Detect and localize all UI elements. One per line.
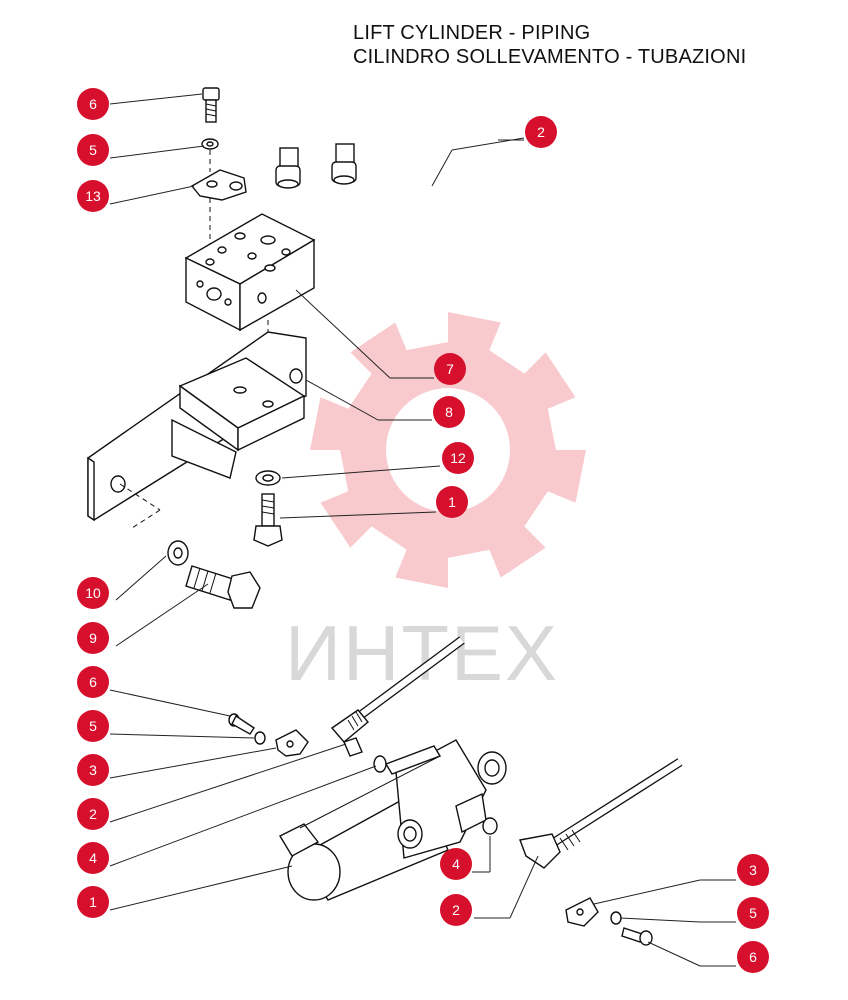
svg-text:13: 13 [85, 188, 101, 204]
callout-13: 13 [77, 180, 109, 212]
clamp-plate-part-13 [190, 169, 247, 201]
callout-5-right: 5 [737, 897, 769, 929]
svg-text:4: 4 [89, 850, 97, 866]
callout-3-right: 3 [737, 854, 769, 886]
callout-6-right: 6 [737, 941, 769, 973]
svg-text:3: 3 [749, 862, 757, 878]
svg-text:8: 8 [445, 404, 453, 420]
screw-part-6-left [228, 713, 255, 735]
callout-12: 12 [442, 442, 474, 474]
callout-6-mid: 6 [77, 666, 109, 698]
leader-lines [109, 93, 736, 967]
callout-10: 10 [77, 577, 109, 609]
callout-5-top: 5 [77, 134, 109, 166]
svg-text:9: 9 [89, 630, 97, 646]
title-english: LIFT CYLINDER - PIPING [353, 22, 591, 44]
svg-text:2: 2 [89, 806, 97, 822]
svg-text:10: 10 [85, 585, 101, 601]
svg-text:7: 7 [446, 361, 454, 377]
callout-6-top: 6 [77, 88, 109, 120]
washer-part-12 [255, 470, 281, 486]
clamp-part-3-left [275, 729, 309, 757]
svg-text:12: 12 [450, 450, 466, 466]
washer-part-5-right [610, 911, 622, 925]
svg-text:1: 1 [448, 494, 456, 510]
washer-part-10 [167, 540, 189, 566]
washer-part-5-top [201, 138, 219, 150]
valve-block-part-7 [184, 213, 316, 332]
callout-4-left: 4 [77, 842, 109, 874]
svg-text:6: 6 [749, 949, 757, 965]
callout-8: 8 [433, 396, 465, 428]
screw-part-6-right [621, 927, 653, 946]
callout-4-right: 4 [440, 848, 472, 880]
bolt-part-1-top [253, 493, 283, 547]
title-italian: CILINDRO SOLLEVAMENTO - TUBAZIONI [353, 46, 747, 68]
svg-text:2: 2 [452, 902, 460, 918]
callout-3-left: 3 [77, 754, 109, 786]
callout-2-right: 2 [440, 894, 472, 926]
watermark-text: ИНТЕХ [285, 609, 559, 697]
o-ring-part-4-right [482, 817, 498, 835]
bolt-part-6-top [202, 87, 220, 123]
hose-pair-part-2-top [275, 113, 533, 281]
svg-text:5: 5 [89, 142, 97, 158]
svg-text:3: 3 [89, 762, 97, 778]
callout-5-mid: 5 [77, 710, 109, 742]
hose-part-2-left [330, 636, 465, 757]
callout-2-left: 2 [77, 798, 109, 830]
callout-1-bottom: 1 [77, 886, 109, 918]
clamp-part-3-right [565, 897, 599, 927]
svg-text:6: 6 [89, 96, 97, 112]
washer-part-5-left [254, 731, 266, 745]
callout-7: 7 [434, 353, 466, 385]
callout-1-top: 1 [436, 486, 468, 518]
lift-cylinder-part-1 [279, 739, 507, 901]
callout-2-top: 2 [525, 116, 557, 148]
o-ring-part-4-left [373, 755, 387, 773]
svg-text:5: 5 [749, 905, 757, 921]
callout-9: 9 [77, 622, 109, 654]
watermark-gear-icon [310, 312, 586, 588]
svg-text:4: 4 [452, 856, 460, 872]
svg-text:1: 1 [89, 894, 97, 910]
svg-text:2: 2 [537, 124, 545, 140]
svg-text:5: 5 [89, 718, 97, 734]
bracket-part-8 [87, 331, 307, 522]
svg-text:6: 6 [89, 674, 97, 690]
bolt-part-9 [185, 565, 261, 609]
hose-part-2-right [519, 758, 683, 869]
